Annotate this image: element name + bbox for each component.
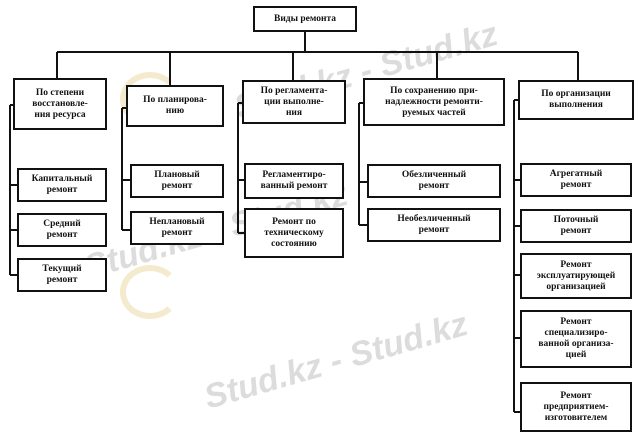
item-box: Ремонт эксплуатирующей организацией [520,253,632,299]
item-box: Капитальный ремонт [17,168,107,202]
header-box-parts-ownership: По сохранению при- надлежности ремонти- … [363,78,505,126]
header-box-planning: По планирова- нию [126,85,224,127]
item-box: Поточный ремонт [520,209,632,243]
item-box: Ремонт специализиро- ванной организа- ци… [520,310,632,368]
header-box-restoration: По степени восстановле- ния ресурса [13,78,107,130]
root-box: Виды ремонта [253,6,357,32]
item-box: Ремонт предприятием- изготовителем [520,382,632,432]
header-box-organization: По организации выполнения [518,80,634,120]
item-box: Обезличенный ремонт [367,164,501,198]
item-box: Плановый ремонт [130,164,224,198]
item-box: Необезличенный ремонт [367,208,501,242]
header-box-regulation: По регламента- ции выполне- ния [242,80,346,124]
item-box: Агрегатный ремонт [520,163,632,197]
item-box: Средний ремонт [17,213,107,247]
item-box: Регламентиро- ванный ремонт [244,163,344,199]
item-box: Ремонт по техническому состоянию [244,208,344,258]
item-box: Текущий ремонт [17,258,107,292]
watermark-logo-icon [120,265,180,319]
item-box: Неплановый ремонт [130,211,224,245]
